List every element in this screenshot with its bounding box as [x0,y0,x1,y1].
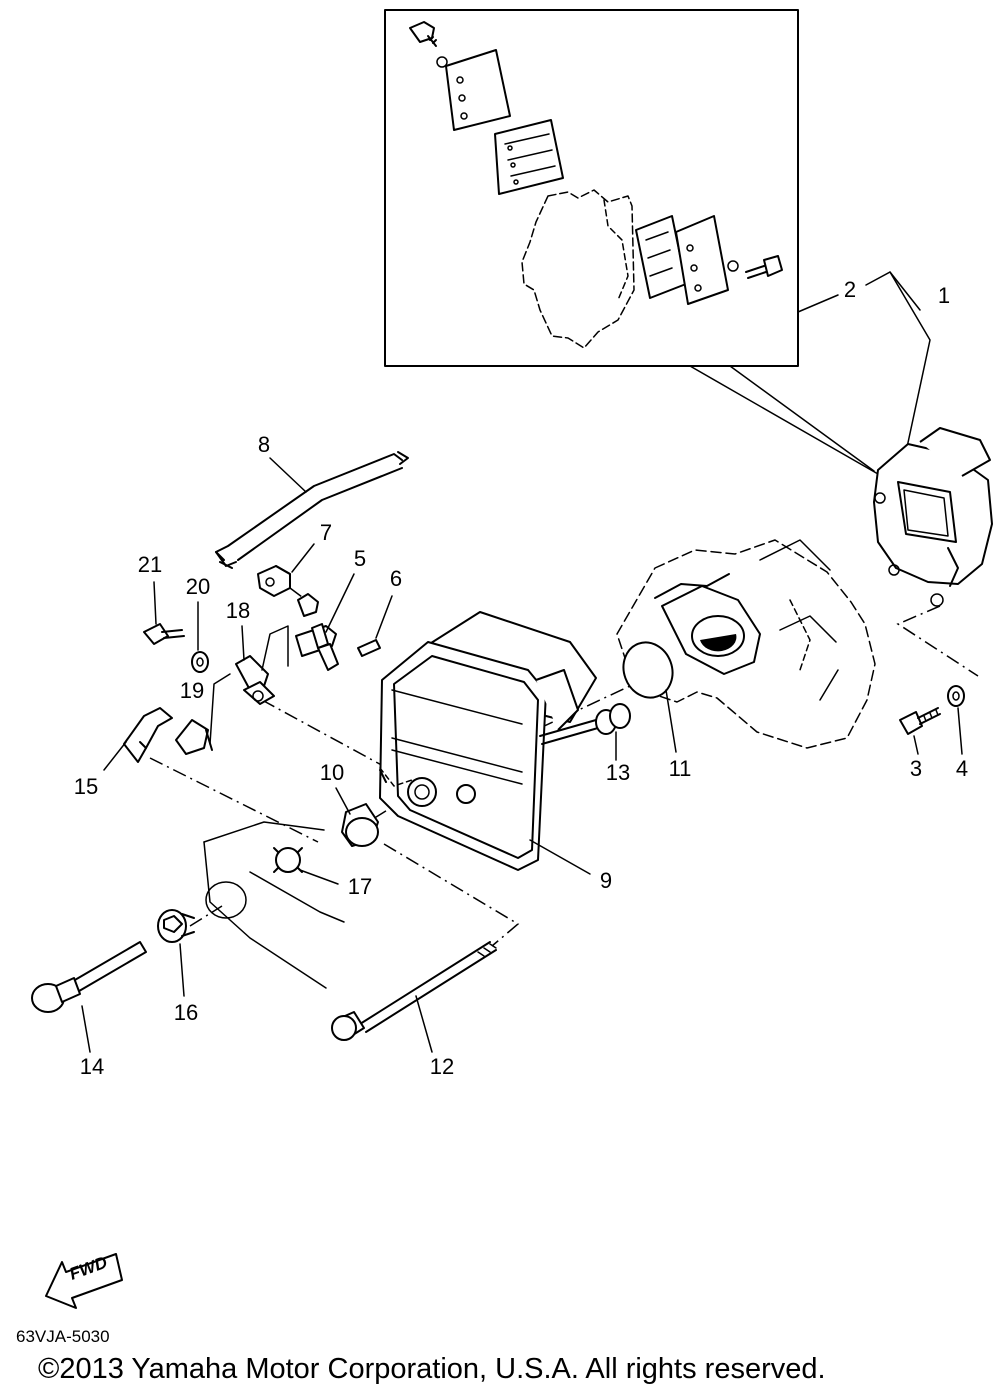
callout-16: 16 [174,1000,198,1025]
callout-12: 12 [430,1054,454,1079]
bracket-18 [235,625,289,705]
leader-1 [865,271,931,453]
fwd-arrow-icon: FWD [45,1253,123,1309]
grommet-17 [273,847,303,873]
inset-stopper-plate [445,49,511,131]
callout-10: 10 [320,760,344,785]
pin-6 [357,639,381,657]
crankcase-outline [616,539,876,749]
centerline-12 [383,843,520,947]
inset-clip-top [436,56,448,68]
centerline-15 [149,757,319,843]
callout-18: 18 [226,598,250,623]
callout-11: 11 [669,756,692,781]
inset-reed-petal-a [494,119,564,195]
inset-reed-petal-b [635,215,687,299]
callout-labels: 1 2 3 4 5 6 7 8 9 10 11 12 13 14 15 16 1… [74,277,968,1079]
lower-cover [203,821,345,989]
callout-15: 15 [74,774,98,799]
inset-stopper-plate-b [675,215,729,305]
o-ring [622,641,674,699]
reed-valve-inset [384,9,879,475]
washer-4 [947,685,965,707]
leader-2 [797,294,839,313]
callout-21: 21 [138,552,162,577]
callout-4: 4 [956,756,968,781]
short-bolt [539,703,631,745]
reed-valve-assembly [873,427,993,607]
inset-screw-bottom [745,255,783,279]
copyright-notice: ©2013 Yamaha Motor Corporation, U.S.A. A… [38,1353,826,1385]
joint-19 [175,673,231,755]
rod-14 [31,941,147,1013]
callout-1: 1 [938,283,950,308]
diagram-code: 63VJA-5030 [16,1327,110,1346]
breather-hose [215,451,409,569]
callout-7: 7 [320,520,332,545]
callout-14: 14 [80,1054,104,1079]
washer-20 [191,651,209,673]
fitting-7 [257,565,291,597]
callout-8: 8 [258,432,270,457]
silencer-port-a [407,777,437,807]
callout-17: 17 [348,874,372,899]
callout-9: 9 [600,868,612,893]
hose-elbow-15 [123,707,173,763]
centerline-16 [189,905,223,927]
callout-6: 6 [390,566,402,591]
bolt-3 [899,707,941,735]
callout-20: 20 [186,574,210,599]
intake-silencer [379,611,597,871]
grommet-16 [157,909,195,943]
callout-19: 19 [180,678,204,703]
callout-2: 2 [844,277,856,302]
callout-3: 3 [910,756,922,781]
callout-13: 13 [606,760,630,785]
inset-screw-top [409,21,437,47]
plug-10 [341,803,379,847]
silencer-port-b [456,784,476,804]
centerline-bolt-3 [896,605,979,677]
callout-5: 5 [354,546,366,571]
inset-clip-bottom [727,260,739,272]
screw-21 [143,623,185,645]
long-bolt-12 [331,941,497,1041]
link-lever [295,593,339,671]
